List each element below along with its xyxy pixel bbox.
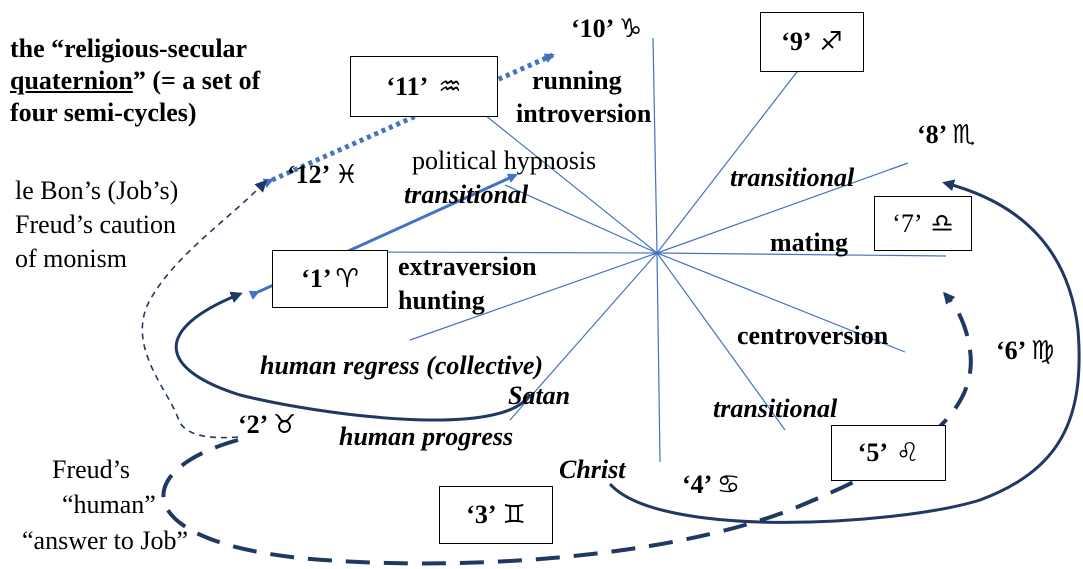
ray-south bbox=[656, 252, 661, 463]
label-political-hypnosis: political hypnosis bbox=[412, 146, 597, 175]
ray-wnw bbox=[504, 184, 658, 254]
sign-box-1: ‘1’ ♈ bbox=[272, 250, 388, 308]
label-introversion: introversion bbox=[516, 99, 652, 128]
label-christ: Christ bbox=[559, 455, 626, 484]
taurus-icon: ♉ bbox=[272, 410, 297, 440]
label-centroversion: centroversion bbox=[737, 321, 889, 350]
sign-6-label: ‘6’ bbox=[996, 336, 1026, 365]
label-transitional-bottom: transitional bbox=[713, 394, 838, 423]
sign-4: ‘4’ ♋ bbox=[682, 470, 740, 501]
capricorn-icon: ♑ bbox=[618, 14, 643, 44]
label-answer-to-job: “answer to Job” bbox=[22, 526, 189, 555]
sign-4-label: ‘4’ bbox=[682, 470, 712, 499]
label-mating: mating bbox=[770, 228, 848, 257]
sign-box-11: ‘11’ ♒ bbox=[350, 56, 498, 117]
label-human-progress: human progress bbox=[339, 422, 514, 451]
label-human-quoted: “human” bbox=[62, 490, 156, 519]
pisces-icon: ♓ bbox=[334, 160, 359, 190]
sign-10: ‘10’ ♑ bbox=[571, 14, 642, 45]
cancer-icon: ♋ bbox=[716, 470, 741, 500]
sign-2: ‘2’ ♉ bbox=[238, 410, 296, 441]
sign-8: ‘8’ ♏ bbox=[917, 120, 975, 151]
sign-2-label: ‘2’ bbox=[238, 410, 268, 439]
dotted-double-arrow bbox=[262, 52, 555, 188]
sign-box-3: ‘3’ ♊ bbox=[439, 486, 553, 544]
label-human-regress: human regress (collective) bbox=[260, 351, 544, 380]
ray-ssw bbox=[509, 252, 658, 421]
sign-11-label: ‘11’ bbox=[386, 71, 429, 101]
christ-outer-curve bbox=[608, 179, 1081, 524]
ray-north bbox=[652, 37, 658, 254]
sign-1-label: ‘1’ bbox=[301, 264, 332, 293]
libra-icon: ♎ bbox=[930, 208, 954, 239]
label-of-monism: of monism bbox=[15, 244, 127, 273]
label-extraversion: extraversion bbox=[398, 252, 537, 281]
sign-6: ‘6’ ♍ bbox=[996, 336, 1054, 367]
title-line-1: the “religious-secular bbox=[10, 34, 248, 63]
leo-icon: ♌ bbox=[896, 438, 920, 468]
sign-9-label: ‘9’ bbox=[781, 27, 812, 56]
sign-12: ‘12’ ♓ bbox=[287, 160, 358, 191]
sign-3-label: ‘3’ bbox=[466, 500, 497, 529]
sagittarius-icon: ♐ bbox=[819, 27, 843, 57]
sign-box-7: ‘7’ ♎ bbox=[874, 196, 972, 251]
thin-dashed-curve bbox=[141, 179, 268, 439]
sign-8-label: ‘8’ bbox=[917, 120, 947, 149]
sign-5-label: ‘5’ bbox=[857, 438, 888, 467]
virgo-icon: ♍ bbox=[1030, 336, 1055, 366]
title-quaternion: quaternion bbox=[10, 66, 133, 95]
title-line-3: four semi-cycles) bbox=[10, 98, 197, 127]
aquarius-icon: ♒ bbox=[438, 71, 462, 102]
label-transitional-left: transitional bbox=[404, 180, 529, 209]
ray-ese bbox=[656, 252, 906, 353]
ray-wsw bbox=[409, 252, 658, 341]
scorpio-icon: ♏ bbox=[951, 120, 976, 150]
label-freuds-caution: Freud’s caution bbox=[15, 210, 177, 239]
ray-ene bbox=[656, 162, 909, 254]
sign-12-label: ‘12’ bbox=[287, 160, 330, 189]
satan-return-curve bbox=[174, 291, 532, 422]
label-satan: Satan bbox=[508, 381, 571, 410]
title-line-2: quaternion” (= a set of bbox=[10, 66, 260, 96]
label-le-bon: le Bon’s (Job’s) bbox=[15, 176, 179, 205]
sign-10-label: ‘10’ bbox=[571, 14, 614, 43]
ray-east bbox=[656, 252, 947, 257]
label-hunting: hunting bbox=[398, 286, 485, 315]
ray-se bbox=[656, 252, 786, 431]
label-transitional-right: transitional bbox=[730, 163, 855, 192]
label-freuds: Freud’s bbox=[52, 455, 130, 484]
sign-box-9: ‘9’ ♐ bbox=[760, 12, 864, 72]
aries-icon: ♈ bbox=[335, 264, 359, 294]
ray-ne bbox=[656, 67, 801, 254]
sign-7-label: ‘7’ bbox=[892, 208, 923, 238]
progress-dashed-curve bbox=[161, 291, 973, 566]
sign-box-5: ‘5’ ♌ bbox=[831, 425, 946, 481]
gemini-icon: ♊ bbox=[502, 500, 526, 530]
label-running: running bbox=[532, 66, 622, 95]
title-line-2-rest: ” (= a set of bbox=[132, 66, 261, 95]
